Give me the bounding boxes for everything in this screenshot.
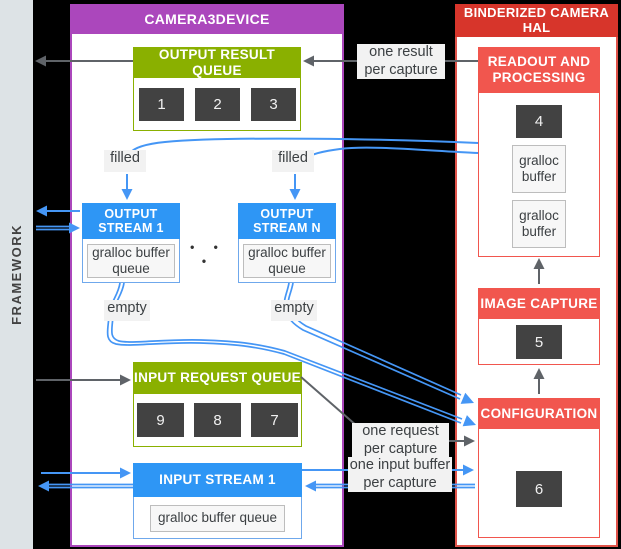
- output-stream-1-gralloc-buffer-queue: gralloc buffer queue: [87, 244, 175, 278]
- configuration-slot-6: 6: [516, 471, 562, 507]
- framework-label: FRAMEWORK: [9, 224, 24, 325]
- arrowhead-left-icon: [38, 480, 49, 492]
- label-one-request-per-capture: one request per capture: [352, 423, 449, 459]
- label-filled-left: filled: [104, 150, 146, 172]
- result-slot-3: 3: [251, 88, 296, 121]
- label-one-input-buffer-per-capture: one input buffer per capture: [348, 457, 452, 493]
- readout-gralloc-buffer-1: gralloc buffer: [512, 145, 566, 193]
- output-result-queue-title: OUTPUT RESULT QUEUE: [133, 47, 301, 78]
- double-arrow-framework-to-stream1: [36, 225, 74, 231]
- image-capture-title: IMAGE CAPTURE: [478, 288, 600, 319]
- configuration-title: CONFIGURATION: [478, 398, 600, 429]
- framework-sidebar: FRAMEWORK: [0, 0, 33, 549]
- label-filled-right: filled: [272, 150, 314, 172]
- result-slot-1: 1: [139, 88, 184, 121]
- result-slot-2: 2: [195, 88, 240, 121]
- label-empty-left: empty: [104, 300, 150, 321]
- binderized-camera-hal-title: BINDERIZED CAMERA HAL: [455, 4, 618, 37]
- input-request-queue-title: INPUT REQUEST QUEUE: [133, 362, 302, 394]
- image-capture-slot-5: 5: [516, 325, 562, 359]
- label-one-result-per-capture: one result per capture: [357, 44, 445, 80]
- input-stream-1-title: INPUT STREAM 1: [133, 463, 302, 497]
- input-stream-1-gralloc-buffer-queue: gralloc buffer queue: [150, 505, 285, 532]
- output-stream-n-gralloc-buffer-queue: gralloc buffer queue: [243, 244, 331, 278]
- output-stream-1-title: OUTPUT STREAM 1: [82, 203, 180, 239]
- output-stream-n-title: OUTPUT STREAM N: [238, 203, 336, 239]
- request-slot-8: 8: [194, 403, 241, 437]
- readout-and-processing-title: READOUT AND PROCESSING: [478, 47, 600, 93]
- readout-slot-4: 4: [516, 105, 562, 138]
- readout-gralloc-buffer-2: gralloc buffer: [512, 200, 566, 248]
- camera3device-title: CAMERA3DEVICE: [70, 4, 344, 34]
- label-empty-right: empty: [271, 300, 317, 321]
- ellipsis-dots: • • •: [190, 240, 226, 268]
- arrowhead-left-icon: [35, 55, 46, 67]
- arrowhead-left-icon: [36, 205, 47, 217]
- request-slot-7: 7: [251, 403, 298, 437]
- request-slot-9: 9: [137, 403, 184, 437]
